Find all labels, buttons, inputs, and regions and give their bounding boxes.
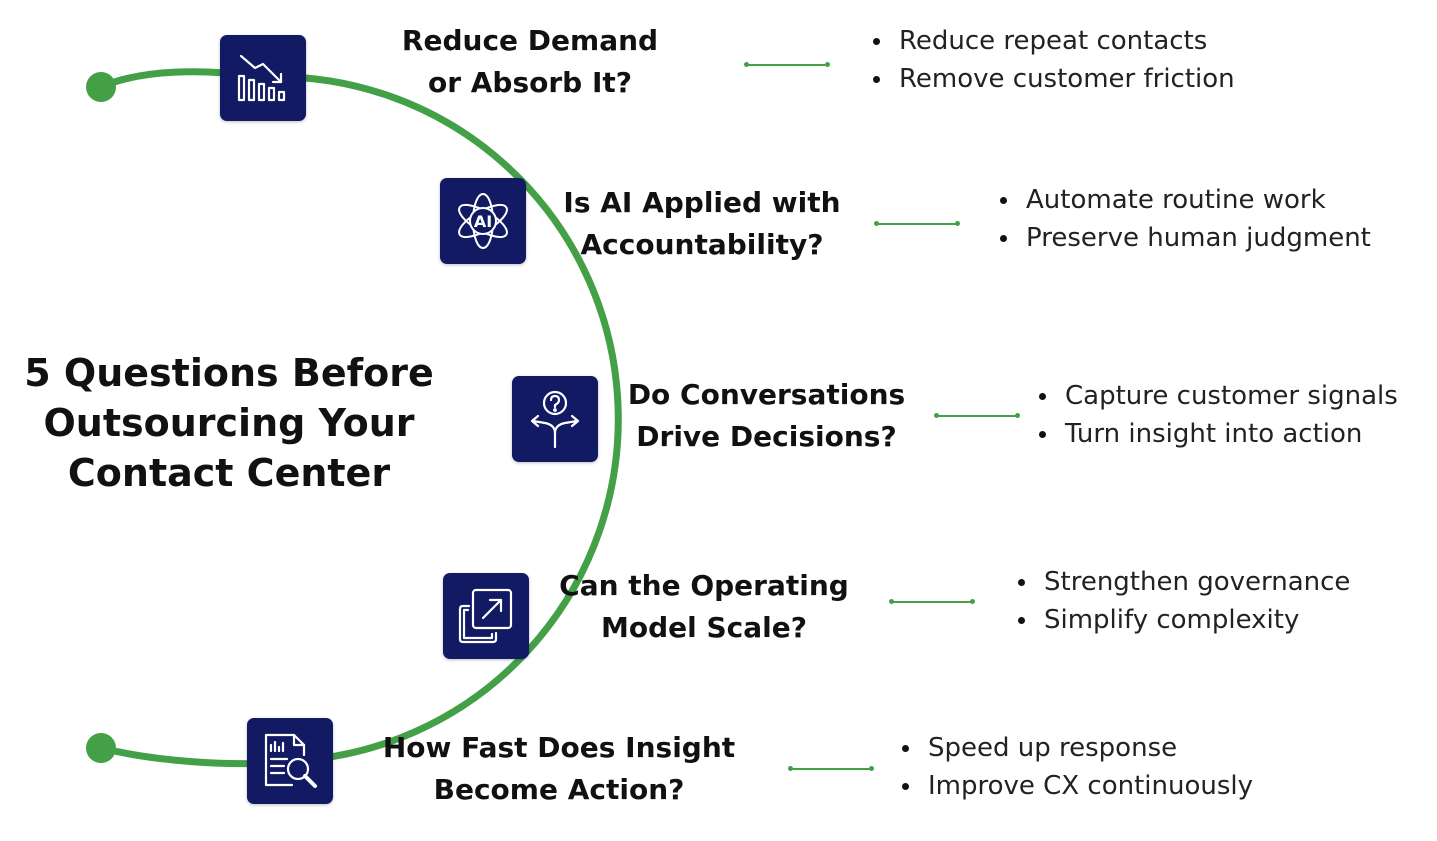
bullet-item: Automate routine work xyxy=(998,181,1371,219)
question-2-title: Is AI Applied with Accountability? xyxy=(552,182,852,266)
question-2-icon-box: AI xyxy=(440,178,526,264)
question-5-connector xyxy=(788,766,874,771)
question-title-line: Accountability? xyxy=(580,228,824,261)
question-5-title: How Fast Does Insight Become Action? xyxy=(370,727,748,811)
question-4-connector xyxy=(889,599,975,604)
question-1-connector xyxy=(744,62,830,67)
bullet-item: Improve CX continuously xyxy=(900,767,1253,805)
question-title-line: Reduce Demand xyxy=(401,24,659,57)
main-title-line: Outsourcing Your xyxy=(43,401,415,445)
question-title-line: Can the Operating xyxy=(559,569,849,602)
question-1-bullets: Reduce repeat contacts Remove customer f… xyxy=(871,22,1235,98)
question-3-title: Do Conversations Drive Decisions? xyxy=(614,374,919,458)
question-title-line: How Fast Does Insight xyxy=(382,731,736,764)
bullet-item: Capture customer signals xyxy=(1037,377,1398,415)
question-title-line: Do Conversations xyxy=(627,378,906,411)
arc-start-dot xyxy=(86,72,116,102)
ai-atom-icon: AI xyxy=(458,193,508,249)
bullet-item: Remove customer friction xyxy=(871,60,1235,98)
chart-down-icon xyxy=(237,54,286,102)
question-4-icon-box xyxy=(443,573,529,659)
bullet-item: Speed up response xyxy=(900,729,1253,767)
question-4-bullets: Strengthen governance Simplify complexit… xyxy=(1016,563,1350,639)
report-search-icon xyxy=(264,733,317,788)
question-1-icon-box xyxy=(220,35,306,121)
question-5-bullets: Speed up response Improve CX continuousl… xyxy=(900,729,1253,805)
question-1-title: Reduce Demand or Absorb It? xyxy=(380,20,680,104)
question-3-bullets: Capture customer signals Turn insight in… xyxy=(1037,377,1398,453)
scale-expand-icon xyxy=(458,588,513,644)
question-4-title: Can the Operating Model Scale? xyxy=(546,565,862,649)
bullet-item: Reduce repeat contacts xyxy=(871,22,1235,60)
question-title-line: Is AI Applied with xyxy=(563,186,841,219)
main-title-line: 5 Questions Before xyxy=(24,351,434,395)
bullet-item: Strengthen governance xyxy=(1016,563,1350,601)
main-title: 5 Questions Before Outsourcing Your Cont… xyxy=(0,348,458,498)
decision-split-icon xyxy=(530,390,580,449)
main-title-line: Contact Center xyxy=(67,451,391,495)
bullet-item: Simplify complexity xyxy=(1016,601,1350,639)
bullet-item: Turn insight into action xyxy=(1037,415,1398,453)
question-title-line: Become Action? xyxy=(433,773,685,806)
arc-end-dot xyxy=(86,733,116,763)
question-title-line: or Absorb It? xyxy=(427,66,633,99)
question-5-icon-box xyxy=(247,718,333,804)
question-3-connector xyxy=(934,413,1020,418)
question-2-bullets: Automate routine work Preserve human jud… xyxy=(998,181,1371,257)
ai-icon-label: AI xyxy=(474,212,492,231)
question-3-icon-box xyxy=(512,376,598,462)
question-title-line: Model Scale? xyxy=(601,611,807,644)
question-2-connector xyxy=(874,221,960,226)
bullet-item: Preserve human judgment xyxy=(998,219,1371,257)
question-title-line: Drive Decisions? xyxy=(636,420,897,453)
